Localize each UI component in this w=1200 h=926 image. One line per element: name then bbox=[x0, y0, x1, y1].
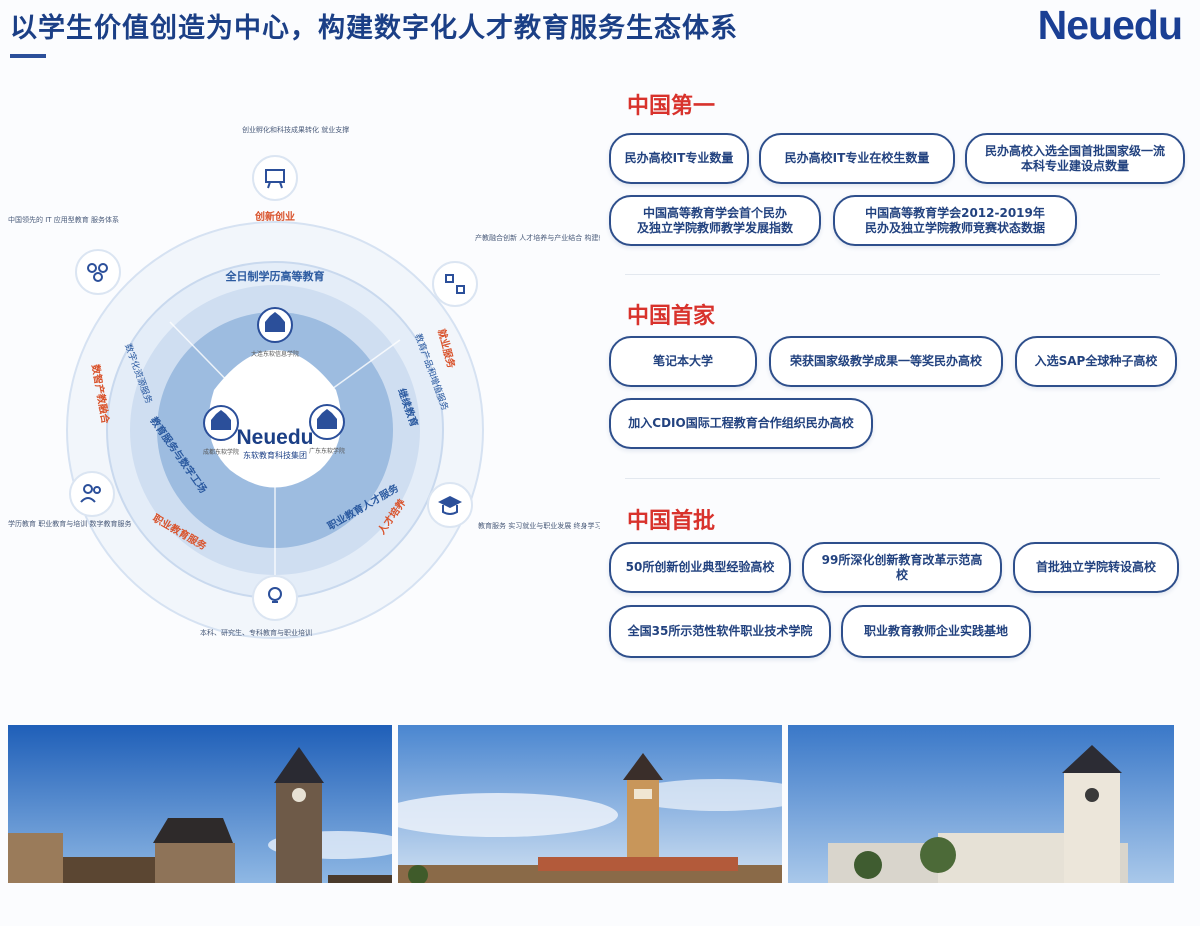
node-note-upper-right: 产教融合创新 人才培养与产业结合 构建教育服务生态 bbox=[475, 233, 600, 242]
section-heading-china-first: 中国第一 bbox=[627, 94, 716, 119]
gears-icon bbox=[75, 249, 121, 295]
node-note-lower-left: 学历教育 职业教育与培训 数字教育服务 bbox=[8, 519, 131, 528]
campus-photo-2 bbox=[398, 725, 782, 883]
campus-emblem-right: 广东东软学院 bbox=[309, 404, 345, 455]
brand-logo: Neuedu bbox=[1037, 2, 1183, 48]
section-heading-china-first-institution: 中国首家 bbox=[627, 304, 716, 329]
achievement-pill: 中国高等教育学会首个民办 及独立学院教师教学发展指数 bbox=[609, 195, 821, 246]
center-blob bbox=[208, 350, 342, 488]
node-note-top: 创业孵化和科技成果转化 就业支撑 bbox=[242, 125, 349, 134]
achievement-pill: 民办高校入选全国首批国家级一流 本科专业建设点数量 bbox=[965, 133, 1185, 184]
node-note-upper-left: 中国领先的 IT 应用型教育 服务体系 bbox=[8, 215, 119, 224]
section-divider bbox=[625, 274, 1160, 275]
campus-photo-1 bbox=[8, 725, 392, 883]
section-heading-china-first-batch: 中国首批 bbox=[627, 509, 716, 534]
node-note-bottom: 本科、研究生、专科教育与职业培训 bbox=[200, 628, 312, 637]
center-logo-text: Neuedu bbox=[236, 426, 313, 449]
svg-text:大连东软信息学院: 大连东软信息学院 bbox=[251, 350, 299, 358]
outer-label-top: 创新创业 bbox=[254, 210, 295, 223]
title-underline bbox=[10, 54, 46, 58]
center-subtitle: 东软教育科技集团 bbox=[243, 450, 307, 460]
presentation-icon bbox=[252, 155, 298, 201]
achievement-pill: 中国高等教育学会2012-2019年 民办及独立学院教师竞赛状态数据 bbox=[833, 195, 1077, 246]
achievement-pill: 笔记本大学 bbox=[609, 336, 757, 387]
people-icon bbox=[69, 471, 115, 517]
ecosystem-diagram: Neuedu 东软教育科技集团 大连东软信息学院 成都东软学院 广东东软学院 全… bbox=[0, 60, 640, 680]
node-note-lower-right: 教育服务 实习就业与职业发展 终身学习 bbox=[478, 521, 600, 530]
achievement-pill: 民办高校IT专业数量 bbox=[609, 133, 749, 184]
achievement-pill: 加入CDIO国际工程教育合作组织民办高校 bbox=[609, 398, 873, 449]
svg-text:成都东软学院: 成都东软学院 bbox=[203, 448, 239, 456]
share-icon bbox=[432, 261, 478, 307]
inner-label-top: 全日制学历高等教育 bbox=[225, 269, 325, 283]
achievement-pill: 荣获国家级教学成果一等奖民办高校 bbox=[769, 336, 1003, 387]
achievement-pill: 99所深化创新教育改革示范高校 bbox=[802, 542, 1002, 593]
achievement-pill: 职业教育教师企业实践基地 bbox=[841, 605, 1031, 658]
lightbulb-icon bbox=[252, 575, 298, 621]
svg-text:广东东软学院: 广东东软学院 bbox=[309, 447, 345, 455]
achievement-pill: 民办高校IT专业在校生数量 bbox=[759, 133, 955, 184]
achievement-pill: 50所创新创业典型经验高校 bbox=[609, 542, 791, 593]
page-title: 以学生价值创造为中心，构建数字化人才教育服务生态体系 bbox=[10, 13, 738, 44]
graduation-cap-icon bbox=[427, 482, 473, 528]
section-divider bbox=[625, 478, 1160, 479]
campus-photo-3 bbox=[788, 725, 1174, 883]
campus-emblem-top: 大连东软信息学院 bbox=[251, 307, 299, 358]
achievement-pill: 入选SAP全球种子高校 bbox=[1015, 336, 1177, 387]
achievement-pill: 全国35所示范性软件职业技术学院 bbox=[609, 605, 831, 658]
achievement-pill: 首批独立学院转设高校 bbox=[1013, 542, 1179, 593]
campus-emblem-left: 成都东软学院 bbox=[203, 405, 239, 456]
